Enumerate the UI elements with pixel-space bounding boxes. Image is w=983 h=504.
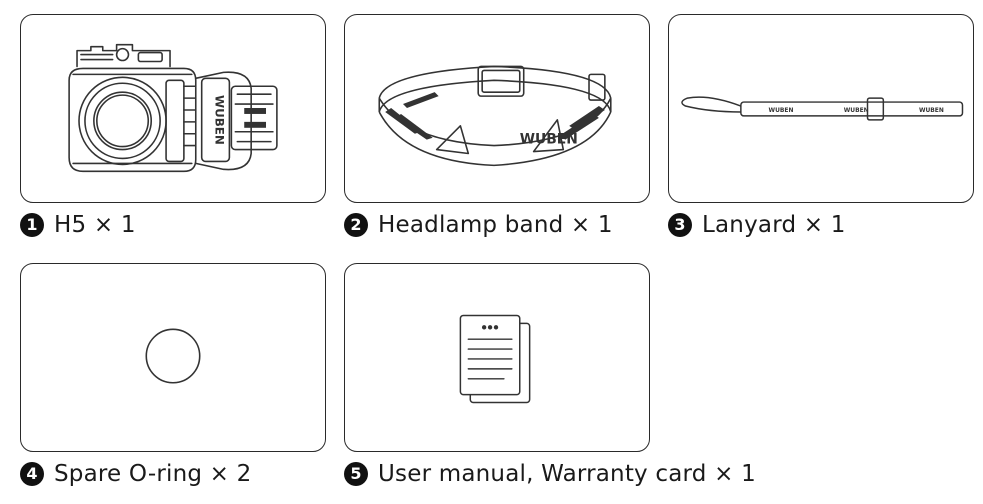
item-number-badge: 3 <box>668 213 692 237</box>
item-card-manual <box>344 263 650 452</box>
item-card-headband: WUBEN <box>344 14 650 203</box>
item-caption-4: 4 Spare O-ring × 2 <box>20 460 252 488</box>
lanyard-illustration: WUBEN WUBEN WUBEN <box>681 96 964 121</box>
item-number-badge: 1 <box>20 213 44 237</box>
item-label: Spare O-ring × 2 <box>54 461 252 487</box>
item-caption-1: 1 H5 × 1 <box>20 211 136 239</box>
item-number-badge: 2 <box>344 213 368 237</box>
item-card-headlamp: WUBEN <box>20 14 326 203</box>
manual-illustration <box>459 314 531 404</box>
item-number-badge: 4 <box>20 462 44 486</box>
brand-logo-vertical: WUBEN <box>213 95 227 145</box>
item-card-o-ring <box>20 263 326 452</box>
item-number-badge: 5 <box>344 462 368 486</box>
item-card-lanyard: WUBEN WUBEN WUBEN <box>668 14 974 203</box>
item-label: Headlamp band × 1 <box>378 212 613 238</box>
item-caption-2: 2 Headlamp band × 1 <box>344 211 613 239</box>
item-label: H5 × 1 <box>54 212 136 238</box>
brand-logo-band: WUBEN <box>520 132 578 148</box>
headband-illustration: WUBEN <box>378 65 612 167</box>
svg-text:WUBEN: WUBEN <box>769 107 794 114</box>
o-ring-illustration <box>145 328 201 384</box>
headlamp-illustration: WUBEN <box>68 43 278 173</box>
item-caption-5: 5 User manual, Warranty card × 1 <box>344 460 756 488</box>
item-label: Lanyard × 1 <box>702 212 846 238</box>
svg-text:WUBEN: WUBEN <box>844 107 869 114</box>
svg-text:WUBEN: WUBEN <box>919 107 944 114</box>
item-caption-3: 3 Lanyard × 1 <box>668 211 846 239</box>
item-label: User manual, Warranty card × 1 <box>378 461 756 487</box>
